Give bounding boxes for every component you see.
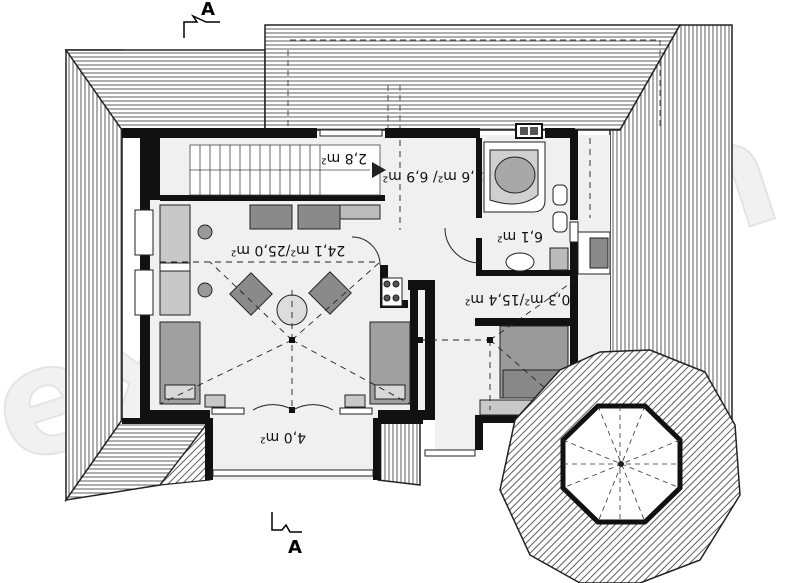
round-table: [276, 294, 308, 326]
roof-top-right: [264, 24, 682, 131]
roof: [64, 24, 733, 503]
windows: [134, 129, 579, 457]
bedroom-main-furniture: [159, 204, 411, 408]
balcony-railing: [212, 469, 374, 477]
washbasin: [505, 252, 535, 272]
wardrobe-2: [297, 204, 341, 230]
room-area-bedroom-right: 10,3 m²/15,4 m²: [465, 291, 579, 307]
wardrobe-1: [249, 204, 293, 230]
armchair-2: [308, 271, 352, 315]
section-marker-bottom: A: [271, 512, 302, 558]
toilet-1: [552, 184, 568, 206]
stairs: [189, 144, 386, 196]
room-area-bedroom-main: 24,1 m²/25,0 m²: [231, 242, 345, 258]
roof-guides: [287, 39, 661, 128]
armchair-1: [229, 272, 273, 316]
section-marker-top: A: [183, 0, 220, 38]
bedroom-right-furniture: [479, 325, 571, 416]
room-area-stair: 2,8 m²: [321, 150, 367, 166]
toilet-2: [552, 211, 568, 233]
room-area-balcony: 4,0 m²: [260, 429, 306, 445]
office-chair-2: [197, 282, 213, 298]
room-area-hall-1: 5,6 m²/ 6,9 m²: [382, 168, 483, 184]
room-area-bath: 6,1 m²: [497, 228, 543, 244]
roof-bottom-mid: [377, 419, 421, 486]
bathroom: [483, 141, 611, 275]
section-label-top: A: [201, 0, 215, 20]
slope-points: [289, 337, 493, 413]
tower-roof: [499, 349, 741, 583]
office-chair-1: [197, 224, 213, 240]
room-labels: 2,8 m² 5,6 m²/ 6,9 m² 6,1 m² 24,1 m²/25,…: [231, 150, 579, 445]
section-label-bottom: A: [288, 537, 302, 558]
desk-counter: [159, 204, 191, 316]
chimney: [515, 123, 543, 139]
